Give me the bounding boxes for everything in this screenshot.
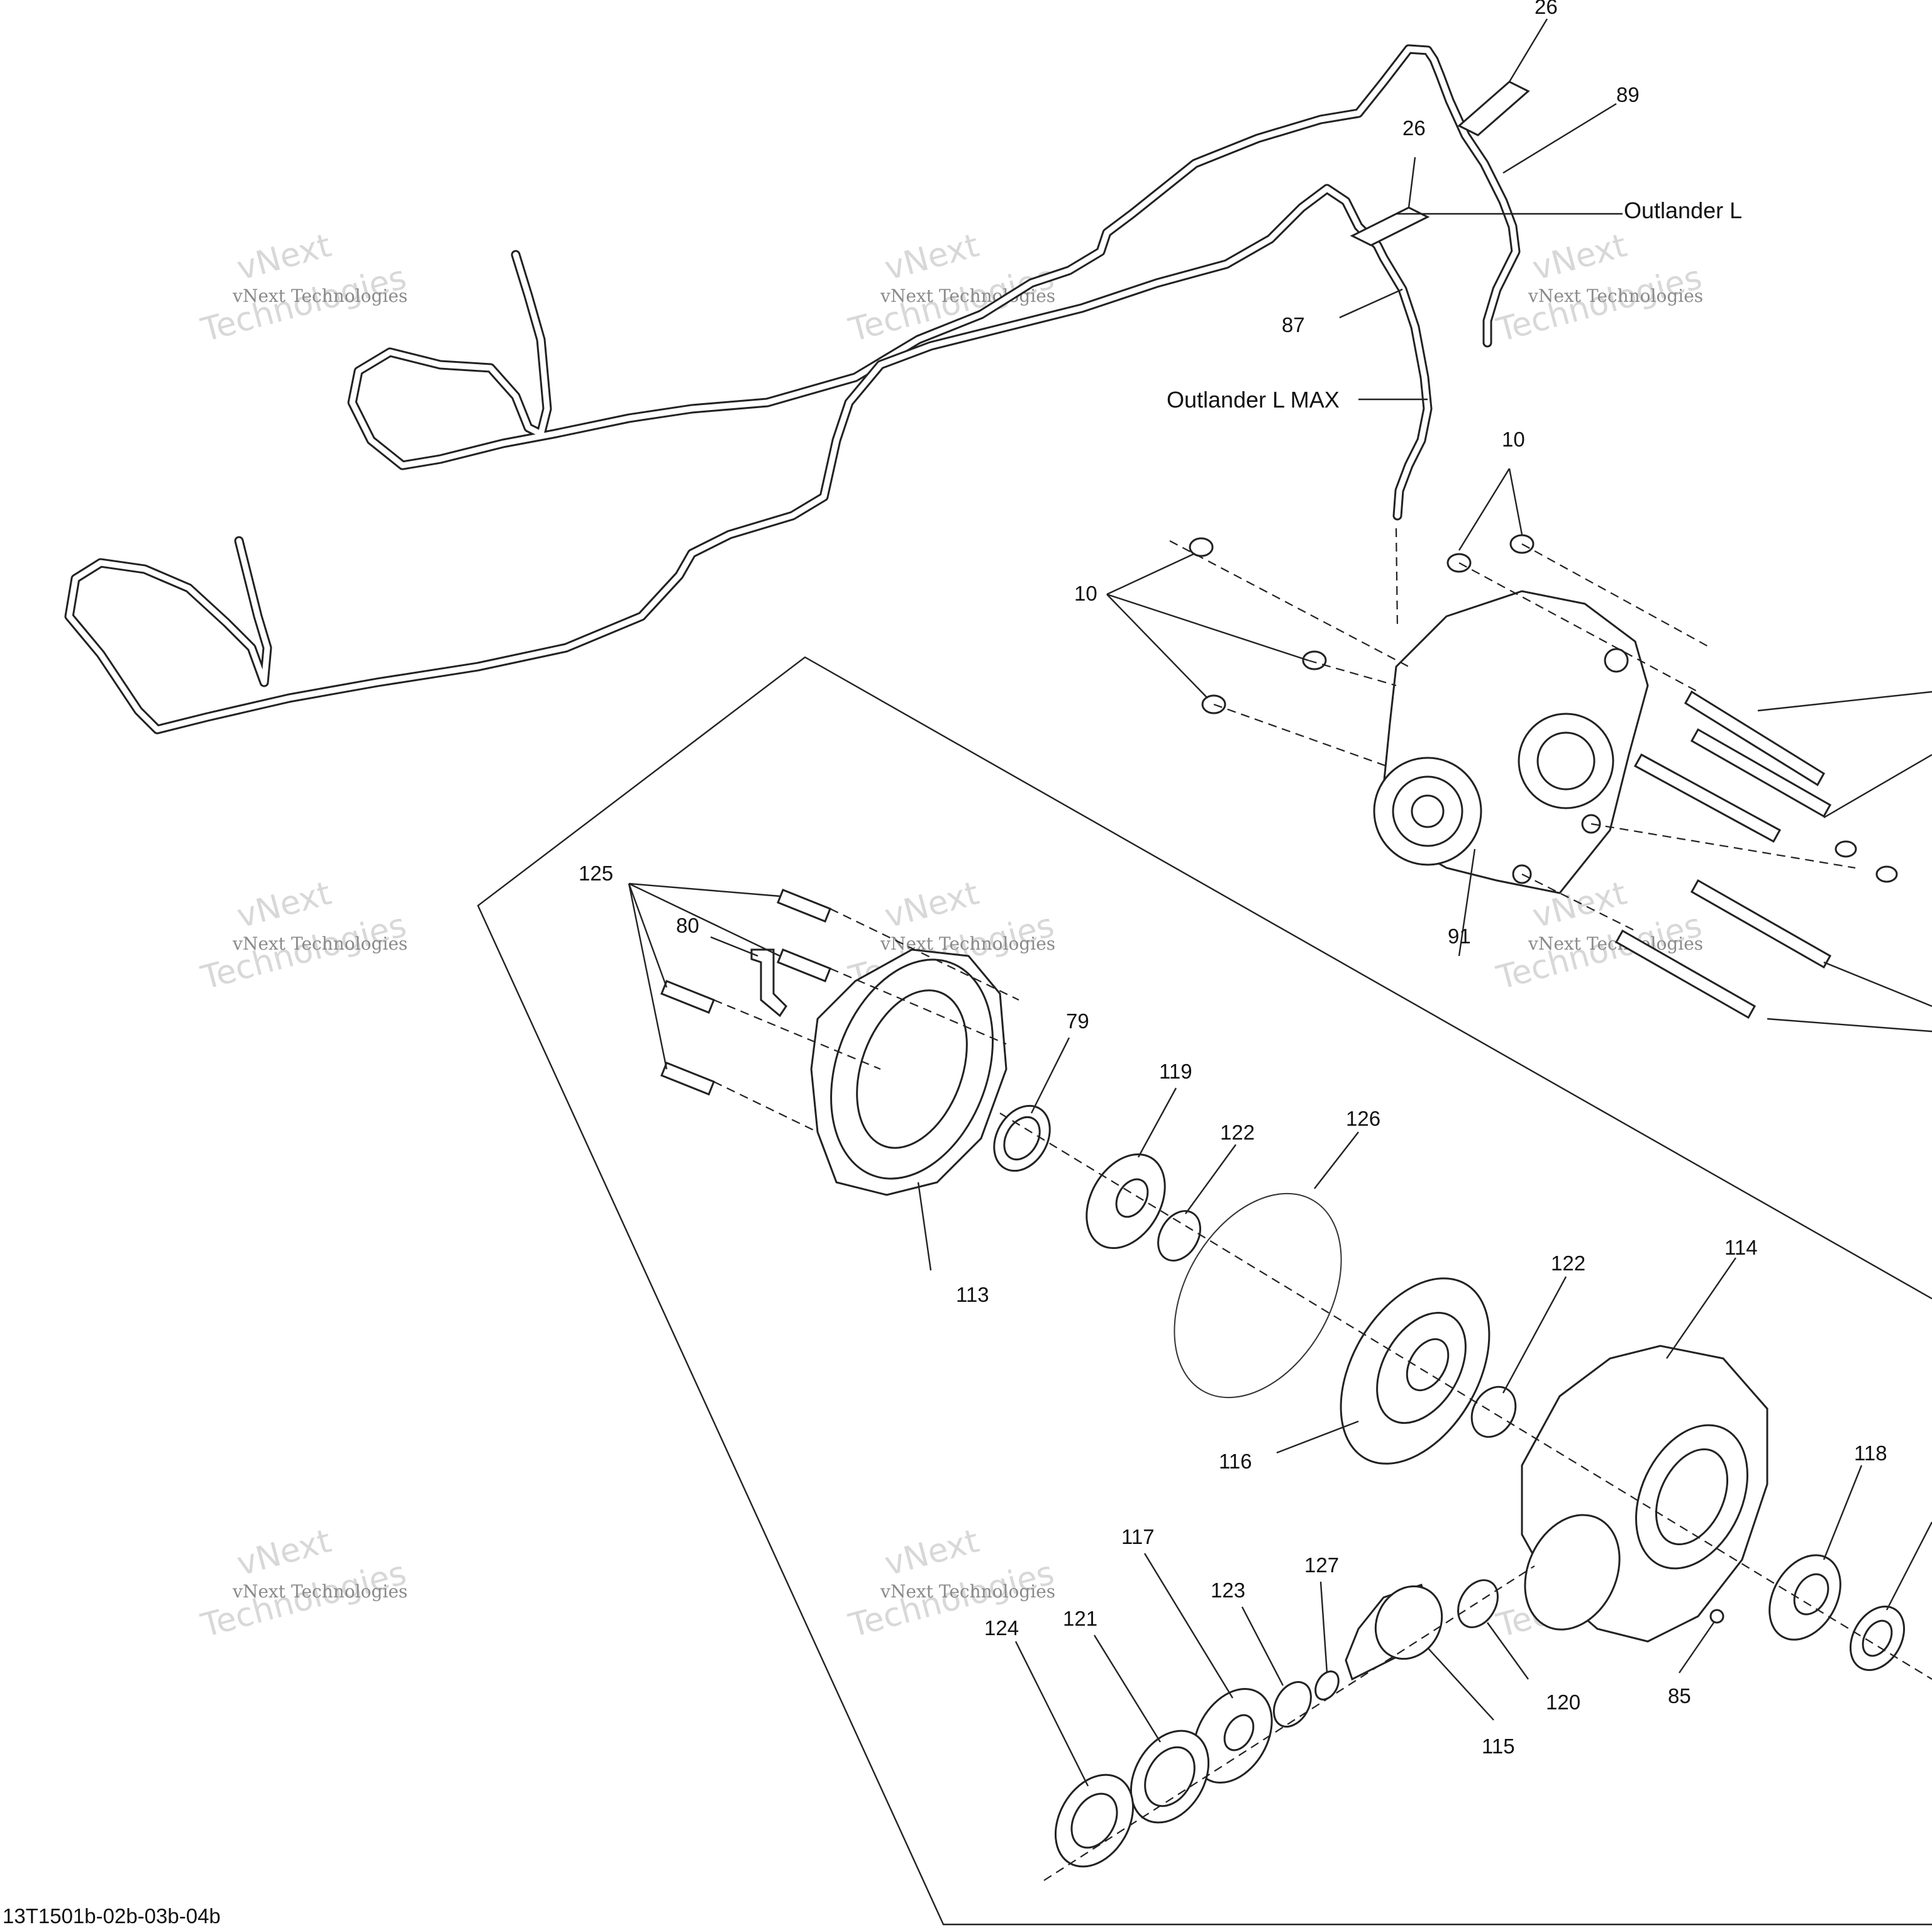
callout-125: 125 [579,862,613,885]
watermark-logo: vNext [233,1522,335,1583]
watermark-text: vNext Technologies [1528,286,1703,306]
watermark-logo: vNext [881,874,983,935]
watermark-logo: vNext [233,226,335,287]
note-outlander-l: Outlander L [1624,197,1742,223]
leader-lines [628,18,1932,1787]
callout-118: 118 [1854,1441,1887,1465]
callout-113: 113 [956,1283,989,1306]
fitting-80 [750,948,787,1018]
callout-10-b: 10 [1074,582,1097,605]
callout-26-b: 26 [1402,116,1426,140]
callout-87: 87 [1282,313,1305,336]
callout-126: 126 [1346,1107,1380,1130]
callout-116: 116 [1219,1450,1252,1473]
ring-127 [1314,1670,1340,1701]
ring-123 [1273,1681,1312,1728]
bolt-group-125 [660,889,831,1096]
callout-79: 79 [1066,1009,1089,1033]
watermark-text: vNext Technologies [1528,933,1703,954]
bushing-120 [1457,1579,1499,1628]
plug-85 [1709,1609,1724,1624]
seal-79 [993,1104,1051,1172]
watermark-text: vNext Technologies [232,286,408,306]
callout-122-b: 122 [1551,1252,1585,1275]
pinion-115 [1345,1584,1443,1681]
callout-123: 123 [1211,1579,1245,1602]
front-differential-housing [1373,590,1649,894]
callout-127: 127 [1304,1553,1339,1577]
callout-80: 80 [676,914,699,937]
drawing-code: 13T1501b-02b-03b-04b [3,1904,221,1928]
callout-115: 115 [1482,1735,1515,1758]
watermark-logo: vNext [881,226,983,287]
callout-124: 124 [984,1616,1019,1640]
vent-hose-outlander-l [347,44,1521,470]
vent-hose-outlander-l-max [64,184,1433,735]
bolt-group-right [1614,690,1832,1019]
o-ring-126 [1174,1192,1342,1399]
nut-group [1189,534,1898,883]
callout-91: 91 [1448,924,1471,948]
callout-85: 85 [1668,1684,1691,1707]
callout-labels: 26 26 89 87 10 10 91 125 80 79 119 122 1… [579,0,1887,1758]
ring-122-upper [1157,1210,1201,1262]
hose-clip [1350,206,1430,247]
callout-121: 121 [1063,1607,1097,1630]
callout-122-a: 122 [1220,1121,1255,1144]
callout-114: 114 [1724,1236,1758,1259]
callout-89: 89 [1616,83,1640,106]
watermark-text: vNext Technologies [232,1581,408,1602]
watermark-logo: vNext [881,1522,983,1583]
note-outlander-l-max: Outlander L MAX [1167,387,1340,413]
bearing-117 [1192,1687,1273,1784]
housing-114 [1521,1345,1768,1643]
callout-119: 119 [1159,1060,1192,1083]
assembly-axes-lower [713,908,1932,1881]
hose-clip [1457,80,1530,136]
watermark-text: vNext Technologies [232,933,408,954]
callout-10-a: 10 [1502,428,1525,451]
bearing-118 [1768,1554,1841,1641]
callout-26-a: 26 [1535,0,1558,18]
watermark-text: vNext Technologies [880,933,1055,954]
seal-right [1849,1606,1906,1671]
seal-124 [1054,1774,1135,1868]
assembly-axes-top [1169,528,1856,931]
watermark-logo: vNext [233,874,335,935]
watermark-text: vNext Technologies [880,1581,1055,1602]
callout-120: 120 [1546,1690,1580,1714]
housing-113 [810,948,1008,1196]
callout-117: 117 [1121,1525,1155,1548]
exploded-view-frame [477,656,1932,1926]
watermark-logo: vNext [1529,226,1631,287]
ring-gear-116 [1340,1277,1491,1465]
